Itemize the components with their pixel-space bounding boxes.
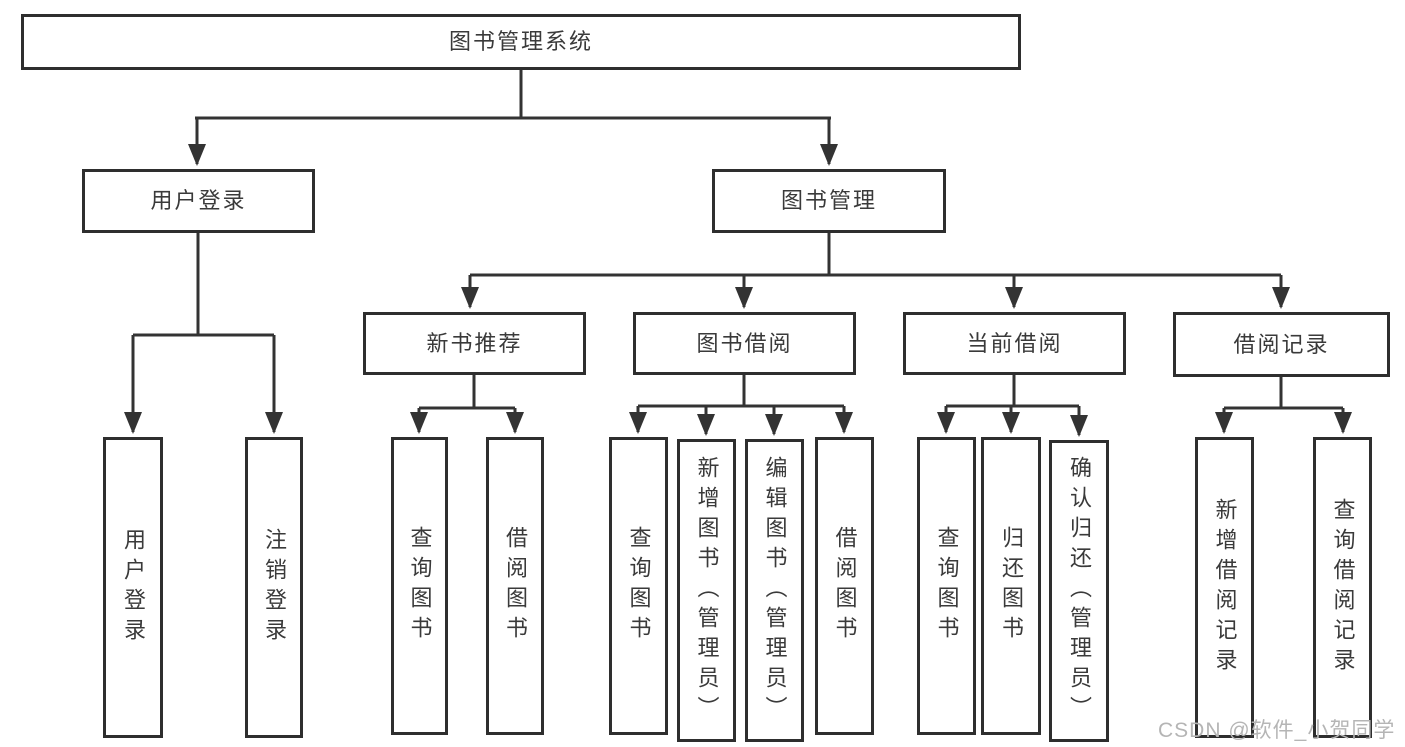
- leaf-br-add-record: 新增借阅记录: [1195, 437, 1254, 738]
- leaf-cb-return-book-label: 归还图书: [999, 526, 1024, 646]
- leaf-logout-label: 注销登录: [262, 527, 287, 648]
- leaf-bb-query-book: 查询图书: [609, 437, 668, 735]
- node-current-borrow: 当前借阅: [903, 312, 1126, 375]
- leaf-user-login: 用户登录: [103, 437, 163, 738]
- leaf-cb-query-book-label: 查询图书: [934, 526, 960, 646]
- leaf-br-query-record-label: 查询借阅记录: [1330, 497, 1356, 678]
- leaf-user-login-label: 用户登录: [121, 527, 146, 648]
- node-book-borrow-label: 图书借阅: [696, 330, 793, 356]
- node-new-book-recommend-label: 新书推荐: [426, 330, 523, 356]
- leaf-cb-query-book: 查询图书: [917, 437, 976, 735]
- leaf-nbr-borrow-book: 借阅图书: [486, 437, 544, 735]
- leaf-br-add-record-label: 新增借阅记录: [1212, 497, 1238, 678]
- leaf-logout: 注销登录: [245, 437, 303, 738]
- node-book-borrow: 图书借阅: [633, 312, 856, 375]
- node-current-borrow-label: 当前借阅: [966, 330, 1063, 356]
- csdn-watermark: CSDN @软件_小贺同学: [1158, 719, 1396, 742]
- leaf-bb-add-book-admin: 新增图书（管理员）: [677, 439, 736, 742]
- leaf-cb-confirm-return-admin: 确认归还（管理员）: [1049, 440, 1109, 742]
- leaf-nbr-query-book: 查询图书: [391, 437, 448, 735]
- leaf-bb-borrow-book-label: 借阅图书: [832, 526, 858, 646]
- node-user-login-label: 用户登录: [150, 188, 247, 213]
- leaf-nbr-borrow-book-label: 借阅图书: [503, 526, 528, 646]
- node-borrow-record: 借阅记录: [1173, 312, 1390, 377]
- leaf-bb-add-book-admin-label: 新增图书（管理员）: [694, 455, 720, 726]
- node-book-management-label: 图书管理: [780, 188, 877, 213]
- node-root: 图书管理系统: [21, 14, 1021, 70]
- node-borrow-record-label: 借阅记录: [1233, 331, 1330, 357]
- leaf-bb-edit-book-admin-label: 编辑图书（管理员）: [762, 455, 788, 726]
- node-user-login: 用户登录: [82, 169, 315, 233]
- node-root-label: 图书管理系统: [448, 29, 593, 54]
- leaf-bb-query-book-label: 查询图书: [626, 526, 652, 646]
- node-book-management: 图书管理: [712, 169, 946, 233]
- leaf-br-query-record: 查询借阅记录: [1313, 437, 1372, 738]
- leaf-nbr-query-book-label: 查询图书: [407, 526, 433, 646]
- leaf-cb-return-book: 归还图书: [981, 437, 1041, 735]
- node-new-book-recommend: 新书推荐: [363, 312, 586, 375]
- leaf-bb-edit-book-admin: 编辑图书（管理员）: [745, 439, 804, 742]
- leaf-bb-borrow-book: 借阅图书: [815, 437, 874, 735]
- leaf-cb-confirm-return-admin-label: 确认归还（管理员）: [1067, 456, 1092, 726]
